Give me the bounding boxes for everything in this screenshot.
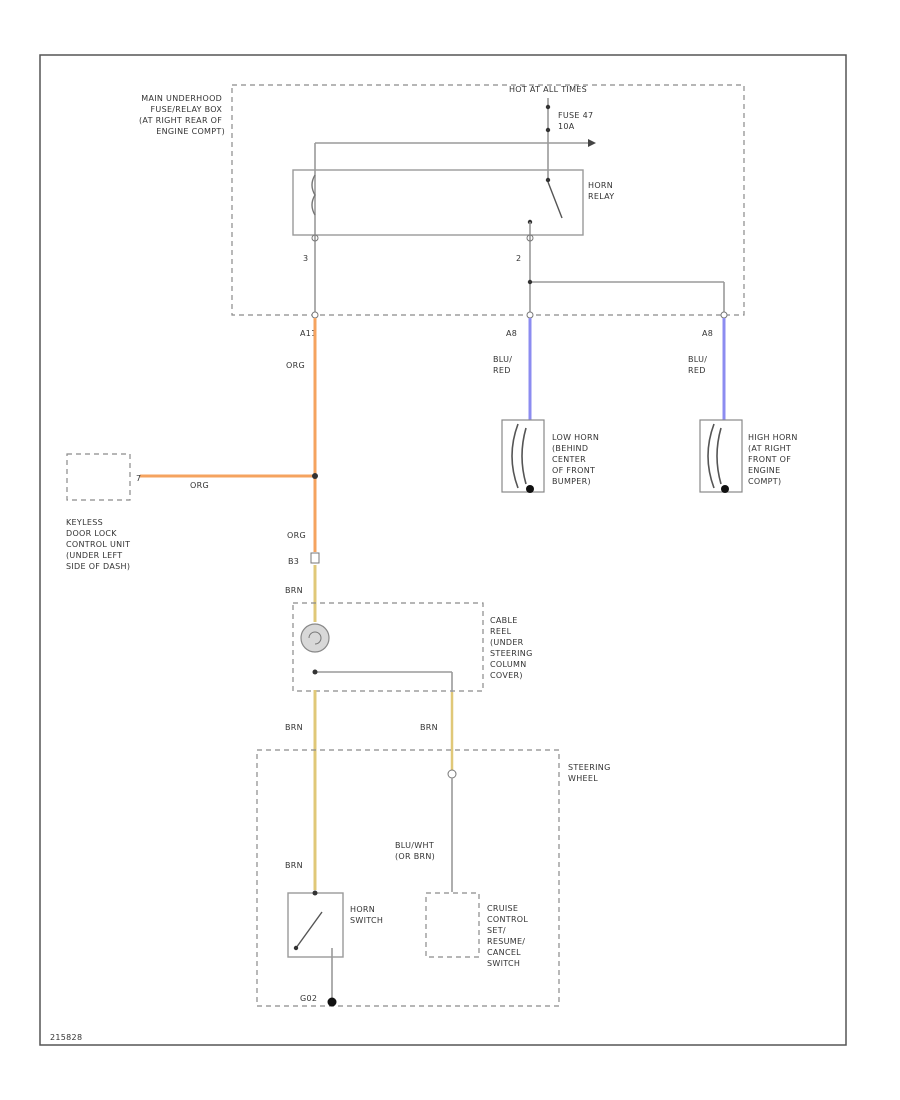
low-horn-icon: [501, 419, 545, 493]
relay-contact-arm: [547, 181, 563, 219]
connector-b3: [310, 552, 320, 564]
low-horn-label: LOW HORN (BEHIND CENTER OF FRONT BUMPER): [552, 433, 602, 486]
org-splice: [312, 473, 318, 479]
relay-coil: [311, 174, 316, 216]
relay-pin3-label: 3: [303, 254, 308, 263]
cable-reel-spiral: [308, 631, 322, 645]
ground-symbol: [327, 997, 337, 1007]
branch-splice: [527, 279, 533, 285]
connector-b3-label: B3: [288, 557, 299, 566]
connector-a11: [311, 311, 319, 319]
cable-reel-symbol: [300, 623, 330, 653]
blu-wht-label: BLU/WHT (OR BRN): [395, 841, 437, 861]
brn-label-4: BRN: [285, 861, 303, 870]
horn-switch-contact: [295, 911, 323, 949]
relay-contact-pivot: [545, 177, 551, 183]
org-label-3: ORG: [287, 531, 306, 540]
keyless-pin-label: 7: [136, 474, 141, 483]
org-label-2: ORG: [190, 481, 209, 490]
connector-a8-low-label: A8: [506, 329, 517, 338]
hot-at-all-times-label: HOT AT ALL TIMES: [509, 85, 587, 94]
brn-label-1: BRN: [285, 586, 303, 595]
fuse-label: FUSE 47 10A: [558, 111, 596, 131]
fuse-branch-arrow: [588, 139, 596, 147]
fuse-box-label: MAIN UNDERHOOD FUSE/RELAY BOX (AT RIGHT …: [139, 94, 225, 136]
fuse-terminal-top: [545, 104, 551, 110]
horn-switch-terminal: [312, 890, 318, 896]
blu-red-high-label: BLU/ RED: [688, 355, 710, 375]
relay-pin2-label: 2: [516, 254, 521, 263]
high-horn-icon: [699, 419, 743, 493]
ground-label: G02: [300, 994, 317, 1003]
connector-a11-label: A11: [300, 329, 317, 338]
cruise-control-label: CRUISE CONTROL SET/ RESUME/ CANCEL SWITC…: [487, 904, 531, 968]
keyless-control-unit: [66, 453, 131, 501]
keyless-label: KEYLESS DOOR LOCK CONTROL UNIT (UNDER LE…: [66, 518, 133, 571]
cable-reel: [292, 602, 484, 692]
diagram-border: [39, 54, 847, 1046]
relay-pin2-terminal: [526, 234, 534, 242]
brn-label-3: BRN: [420, 723, 438, 732]
relay-pin3-terminal: [311, 234, 319, 242]
blu-red-low-label: BLU/ RED: [493, 355, 515, 375]
steering-wheel-label: STEERING WHEEL: [568, 763, 613, 783]
cruise-connector: [447, 769, 457, 779]
org-label-1: ORG: [286, 361, 305, 370]
cruise-control-switch: [425, 892, 480, 958]
fuse-terminal-bottom: [545, 127, 551, 133]
connector-a8-high-label: A8: [702, 329, 713, 338]
brn-label-2: BRN: [285, 723, 303, 732]
cable-reel-label: CABLE REEL (UNDER STEERING COLUMN COVER): [490, 616, 535, 680]
horn-relay-label: HORN RELAY: [588, 181, 616, 201]
horn-switch-pivot: [293, 945, 299, 951]
diagram-code: 215828: [50, 1033, 82, 1042]
fuse-relay-box: [231, 84, 745, 316]
connector-a8-low: [526, 311, 534, 319]
connector-a8-high: [720, 311, 728, 319]
high-horn-label: HIGH HORN (AT RIGHT FRONT OF ENGINE COMP…: [748, 433, 801, 486]
horn-switch-label: HORN SWITCH: [350, 905, 383, 925]
horn-relay: [292, 169, 584, 236]
cable-reel-splice: [312, 669, 318, 675]
